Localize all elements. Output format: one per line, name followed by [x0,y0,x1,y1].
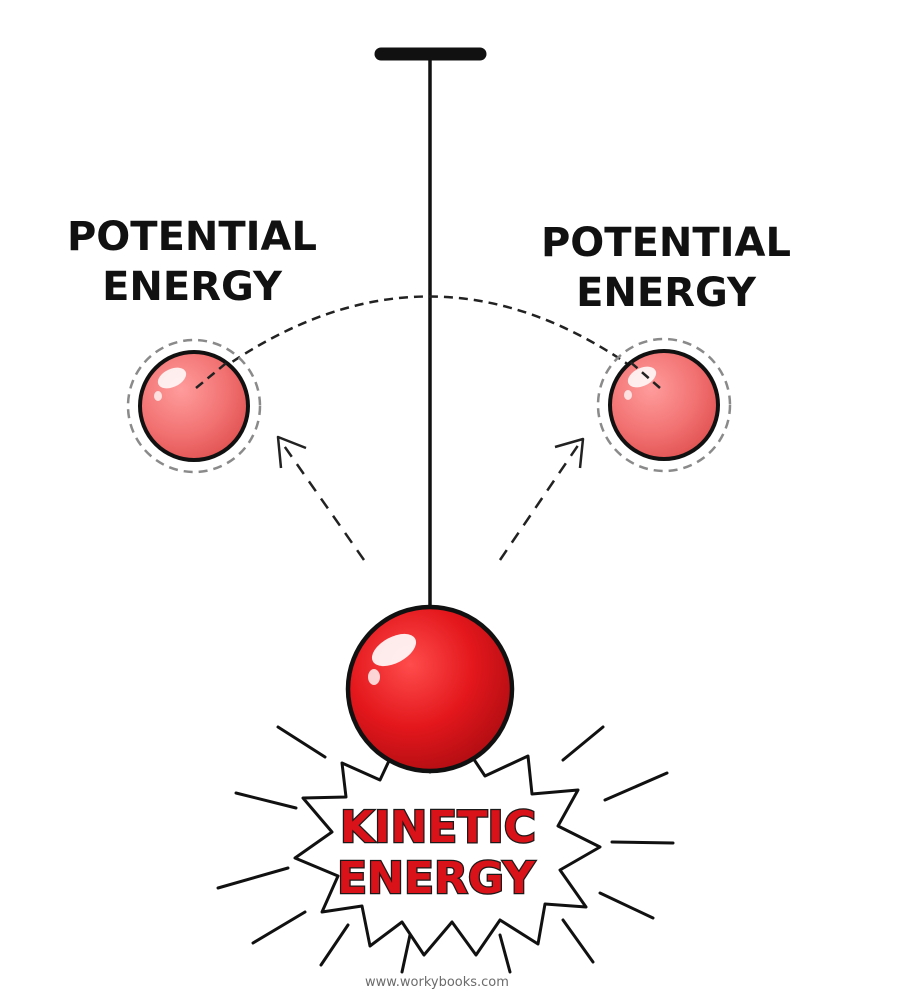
pendulum-ball-icon [345,604,515,774]
impact-burst-icon [293,744,602,957]
watermark-text: www.workybooks.com [365,975,509,990]
right-ball [596,337,732,473]
center-label-line1: KINETIC [340,802,536,853]
swing-arrow-left-icon [276,435,366,561]
center-label-line2: ENERGY [337,853,536,904]
swing-arrow-right-icon [498,437,585,561]
left-ball [126,338,262,474]
left-label-line2: ENERGY [102,264,283,310]
left-label-line1: POTENTIAL [67,214,317,260]
right-label-line2: ENERGY [576,270,757,316]
swing-arc [195,295,661,389]
impact-lines [216,725,675,974]
right-label-line1: POTENTIAL [541,220,791,266]
